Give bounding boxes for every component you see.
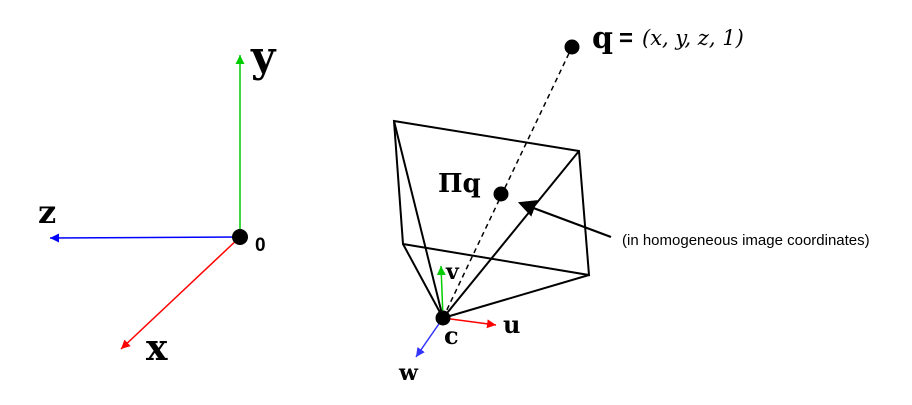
annotation-arrow	[517, 200, 612, 239]
camera-u-label: u	[503, 310, 520, 339]
camera-frustum	[392, 119, 591, 319]
camera-v-axis	[436, 265, 446, 319]
projected-point-dot	[493, 186, 509, 202]
world-frame: 0 y z x	[38, 32, 277, 369]
frustum-edge-top-right	[442, 150, 580, 319]
image-plane	[392, 119, 591, 277]
world-y-label: y	[250, 32, 277, 81]
world-x-label: x	[146, 327, 168, 369]
world-z-axis	[49, 233, 241, 243]
world-point-dot	[564, 39, 580, 55]
world-z-label: z	[38, 193, 56, 231]
world-origin-label: 0	[255, 235, 266, 256]
world-origin-dot	[232, 229, 248, 245]
frustum-edge-top-left	[393, 120, 444, 319]
projected-point-label: Πq	[438, 169, 481, 199]
world-point-equals: =	[619, 25, 633, 52]
frustum-edge-bottom-right	[442, 274, 590, 319]
world-point-label: q	[592, 21, 613, 56]
camera-w-axis	[415, 317, 444, 358]
camera-w-label: w	[398, 360, 419, 386]
world-point-coords: (x, y, z, 1)	[642, 26, 744, 50]
camera-center-label: c	[444, 321, 459, 350]
annotation-text: (in homogeneous image coordinates)	[622, 232, 870, 249]
camera-center-dot	[435, 310, 451, 326]
camera-v-label: v	[445, 259, 460, 285]
world-x-axis	[120, 236, 241, 350]
frustum-edge-bottom-left	[402, 243, 444, 319]
camera-u-axis	[442, 317, 497, 329]
camera-axes: c v u w	[398, 259, 520, 386]
